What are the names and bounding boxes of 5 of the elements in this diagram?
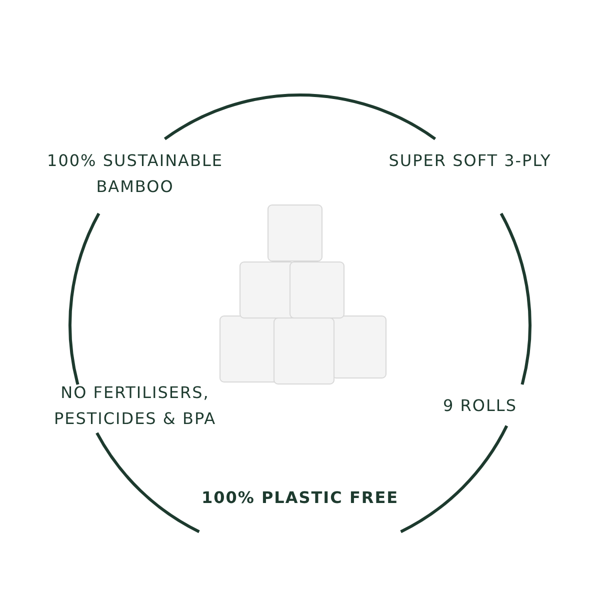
feature-label: 9 ROLLS: [442, 395, 518, 417]
feature-label: SUPER SOFT 3-PLY: [388, 150, 552, 172]
feature-label: 100% SUSTAINABLE BAMBOO: [46, 150, 224, 198]
feature-label: NO FERTILISERS, PESTICIDES & BPA: [52, 382, 218, 430]
feature-label: 100% PLASTIC FREE: [200, 487, 400, 509]
